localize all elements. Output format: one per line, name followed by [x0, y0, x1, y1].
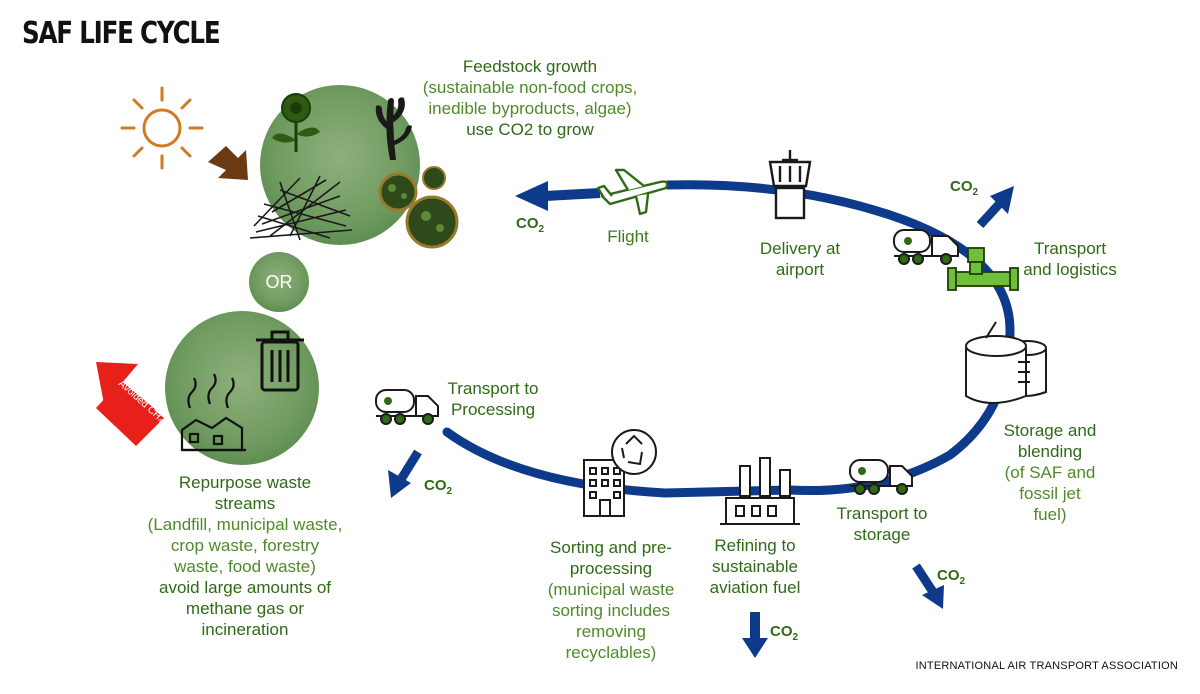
waste-circle	[165, 311, 319, 465]
feedstock-title: Feedstock growth	[462, 57, 598, 76]
landfill-icon	[180, 373, 246, 452]
storage-blending-detail-3: fuel)	[1033, 505, 1067, 524]
co2-base: CO	[770, 623, 793, 640]
sorting-detail-3: removing	[576, 622, 646, 641]
co2-arrow-processing	[388, 449, 422, 498]
feedstock-note: use CO2 to grow	[466, 120, 594, 139]
co2-sub: 2	[792, 632, 799, 643]
transport-logistics-line-1: Transport	[1033, 239, 1107, 258]
waste-note-2: methane gas or	[185, 599, 305, 618]
co2-base: CO	[950, 178, 973, 195]
refining-line-1: Refining to	[714, 536, 796, 555]
sorting-detail-4: recyclables)	[565, 643, 657, 662]
feedstock-circle	[260, 85, 420, 245]
refining-line-3: aviation fuel	[709, 578, 801, 597]
biomass-pile-icon	[249, 175, 353, 241]
algae-icon	[378, 166, 459, 249]
co2-label-flight: CO2	[516, 215, 544, 235]
storage-blending-line-1: Storage and	[1003, 421, 1097, 440]
co2-label-storage: CO2	[937, 567, 965, 587]
feedstock-detail-1: (sustainable non-food crops,	[422, 78, 638, 97]
co2-base: CO	[516, 215, 539, 232]
source-credit: INTERNATIONAL AIR TRANSPORT ASSOCIATION	[915, 660, 1178, 672]
transport-logistics-line-2: and logistics	[1023, 260, 1117, 279]
sorting-line-1: Sorting and pre-	[550, 538, 672, 557]
sorting-detail-1: (municipal waste	[547, 580, 675, 599]
transport-storage-line-1: Transport to	[836, 504, 928, 523]
waste-detail-1: (Landfill, municipal waste,	[147, 515, 343, 534]
seaweed-icon	[375, 97, 412, 160]
co2-sub: 2	[972, 187, 979, 198]
waste-detail-2: crop waste, forestry	[170, 536, 320, 555]
co2-base: CO	[424, 477, 447, 494]
page-title: SAF LIFE CYCLE	[22, 16, 221, 51]
waste-line-2: streams	[214, 494, 276, 513]
storage-truck-icon	[849, 459, 913, 495]
waste-label: Repurpose waste streams (Landfill, munic…	[120, 472, 370, 640]
co2-label-refining: CO2	[770, 623, 798, 643]
co2-label-processing: CO2	[424, 477, 452, 497]
flight-arrow-head	[515, 181, 548, 211]
delivery-line-1: Delivery at	[759, 239, 841, 258]
transport-processing-line-2: Processing	[450, 400, 536, 419]
transport-processing-line-1: Transport to	[447, 379, 539, 398]
waste-note-1: avoid large amounts of	[159, 578, 331, 597]
refining-label: Refining to sustainable aviation fuel	[692, 535, 818, 598]
transport-processing-label: Transport to Processing	[430, 378, 556, 420]
co2-arrow-refining	[742, 612, 768, 658]
or-circle	[249, 252, 309, 312]
co2-arrow-transport	[976, 186, 1014, 229]
refining-line-2: sustainable	[711, 557, 798, 576]
waste-detail-3: waste, food waste)	[174, 557, 316, 576]
co2-sub: 2	[959, 576, 966, 587]
sunflower-icon	[272, 93, 320, 152]
transport-storage-line-2: storage	[853, 525, 911, 544]
co2-sub: 2	[538, 224, 545, 235]
sorting-detail-2: sorting includes	[551, 601, 671, 620]
sorting-label: Sorting and pre- processing (municipal w…	[536, 537, 686, 663]
storage-blending-line-2: blending	[1017, 442, 1083, 461]
co2-sub: 2	[446, 486, 453, 497]
or-label: OR	[265, 272, 293, 292]
recycling-building-icon	[583, 429, 657, 517]
processing-truck-icon	[375, 389, 439, 425]
co2-label-transport: CO2	[950, 178, 978, 198]
waste-note-3: incineration	[201, 620, 289, 639]
co2-arrow-storage	[912, 563, 944, 609]
co2-base: CO	[937, 567, 960, 584]
pipeline-icon	[947, 247, 1019, 291]
flight-arrow-stem	[544, 188, 601, 201]
avoided-methane-arrow	[96, 362, 164, 446]
storage-blending-detail-1: (of SAF and	[1004, 463, 1096, 482]
storage-tank-icon	[965, 321, 1047, 404]
feedstock-detail-2: inedible byproducts, algae)	[428, 99, 632, 118]
refinery-icon	[720, 457, 800, 525]
airplane-icon	[596, 168, 669, 216]
storage-blending-label: Storage and blending (of SAF and fossil …	[990, 420, 1110, 525]
trash-can-icon	[256, 330, 304, 392]
delivery-line-2: airport	[775, 260, 825, 279]
tanker-truck-icon	[893, 229, 959, 265]
sunlight-arrow	[208, 146, 248, 180]
storage-blending-detail-2: fossil jet	[1019, 484, 1081, 503]
sun-icon	[120, 86, 204, 170]
feedstock-label: Feedstock growth (sustainable non-food c…	[410, 56, 650, 140]
control-tower-icon	[768, 150, 812, 220]
delivery-label: Delivery at airport	[740, 238, 860, 280]
waste-line-1: Repurpose waste	[178, 473, 312, 492]
transport-logistics-label: Transport and logistics	[1010, 238, 1130, 280]
sorting-line-2: processing	[569, 559, 653, 578]
transport-storage-label: Transport to storage	[822, 503, 942, 545]
flight-label: Flight	[607, 227, 649, 246]
